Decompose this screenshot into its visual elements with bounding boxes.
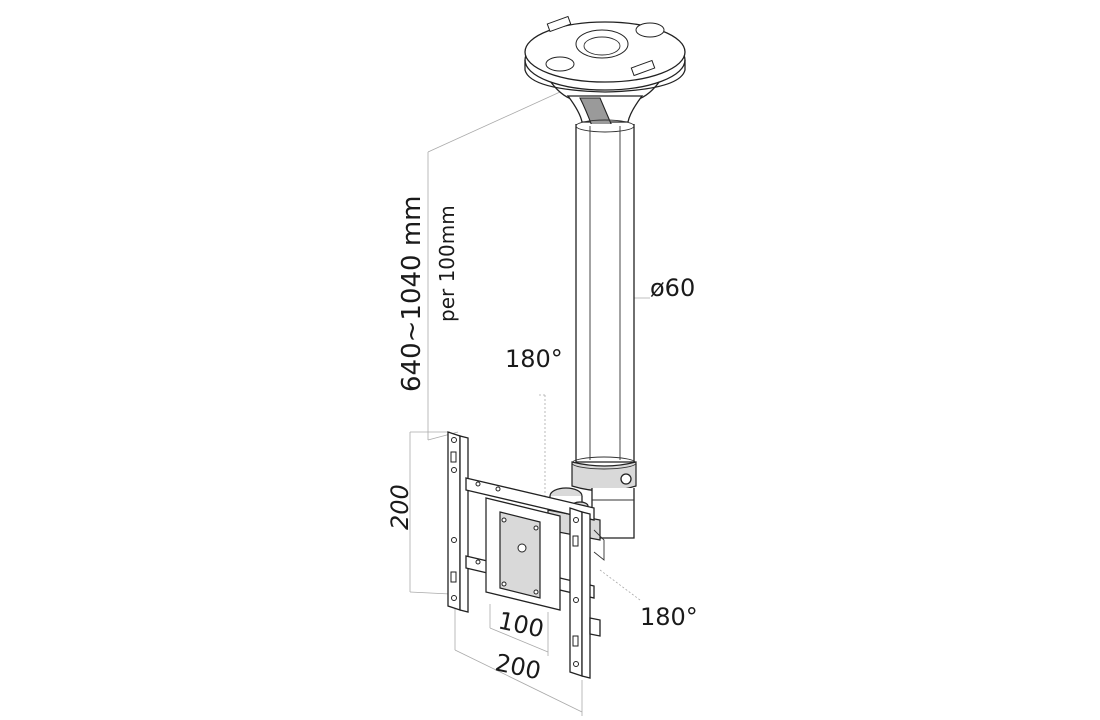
vesa-height-label: 200: [386, 484, 414, 530]
height-step-label: per 100mm: [435, 205, 459, 322]
extension-tube: [575, 119, 635, 463]
vesa-width-outer-label-group: 200: [493, 648, 544, 685]
swivel-top-angle-label: 180°: [505, 345, 563, 373]
vesa-width-inner-label-group: 100: [496, 606, 547, 643]
vesa-width-inner-label: 100: [496, 606, 547, 643]
tube-clamp: [571, 456, 637, 539]
height-range-label: 640~1040 mm: [397, 196, 427, 393]
tube-diameter-label: ø60: [650, 274, 695, 302]
vesa-width-outer-label: 200: [493, 648, 544, 685]
swivel-bottom-angle-label: 180°: [640, 603, 698, 631]
ceiling-plate: [524, 15, 686, 127]
height-step-label-group: per 100mm: [435, 205, 459, 322]
vesa-bracket: [447, 431, 601, 679]
vesa-height-label-group: 200: [386, 484, 414, 530]
height-range-label-group: 640~1040 mm: [397, 196, 427, 393]
